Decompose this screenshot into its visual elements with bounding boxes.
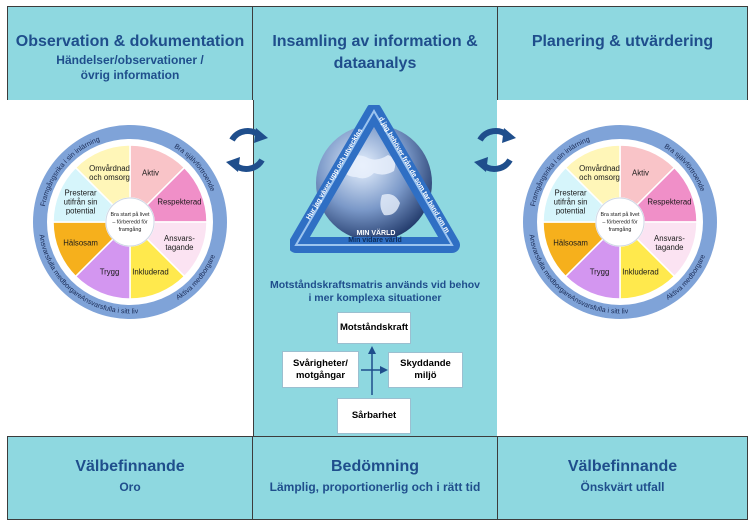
- wheel-segment-label: Presterar: [555, 189, 587, 198]
- wheel-center-text: – förberedd för: [112, 220, 148, 226]
- matrix-axes: [361, 346, 388, 395]
- footer-right-subtitle: Önskvärt utfall: [580, 480, 665, 494]
- matrix-left-line1: Svårigheter/: [293, 357, 348, 369]
- wheel-segment-label: tagande: [165, 243, 193, 252]
- wheel-segment-label: Ansvars-: [654, 234, 685, 243]
- wheel-segment-label: Inkluderad: [132, 267, 168, 276]
- wheel-segment-label: utifrån sin: [64, 198, 98, 207]
- header-center-cell: Insamling av information & dataanalys: [252, 6, 498, 101]
- wheel-segment-label: Aktiv: [632, 169, 649, 178]
- wheel-center-text: – förberedd för: [602, 220, 638, 226]
- footer-center-title: Bedömning: [331, 458, 419, 475]
- header-left-cell: Observation & dokumentation Händelser/ob…: [7, 6, 253, 101]
- cycle-arrows-icon-left: [226, 128, 268, 172]
- matrix-bottom-box: Sårbarhet: [337, 398, 411, 434]
- matrix-left-box: Svårigheter/ motgångar: [282, 351, 359, 388]
- wheel-segment-label: Inkluderad: [622, 267, 658, 276]
- header-right-title: Planering & utvärdering: [531, 33, 714, 50]
- wheel-segment-label: Aktiv: [142, 169, 159, 178]
- cycle-arrows-icon-right: [474, 128, 516, 172]
- wheel-segment-label: och omsorg: [89, 173, 130, 182]
- wheel-segment-label: tagande: [655, 243, 683, 252]
- matrix-caption: Motståndskraftsmatris används vid behov …: [253, 279, 497, 305]
- header-center-title-line2: dataanalys: [333, 55, 417, 72]
- wheel-segment-label: Presterar: [65, 189, 97, 198]
- globe-banner: MIN VÄRLD: [357, 229, 396, 237]
- my-world-triangle: Hur jag växer upp och utvecklas Vad jag …: [290, 105, 460, 253]
- wheel-segment-label: potential: [556, 207, 586, 216]
- wheel-center: [595, 197, 645, 247]
- globe-bottom-edge-text: Min vidare värld: [348, 237, 401, 244]
- wheel-center-text: Bra start på livet: [601, 211, 640, 218]
- wheel-segment-label: Hälsosam: [63, 238, 98, 247]
- wheel-segment-label: Omvårdnad: [89, 164, 130, 173]
- wheel-segment-label: Omvårdnad: [579, 164, 620, 173]
- header-right-cell: Planering & utvärdering: [497, 6, 748, 101]
- header-left-subtitle-line2: övrig information: [80, 68, 180, 82]
- wheel-segment-label: och omsorg: [579, 173, 620, 182]
- wheel-segment-label: potential: [66, 207, 96, 216]
- footer-right-cell: Välbefinnande Önskvärt utfall: [497, 436, 748, 520]
- wheel-segment-label: Respekterad: [157, 198, 201, 207]
- matrix-left-line2: motgångar: [295, 369, 346, 381]
- matrix-caption-line2: i mer komplexa situationer: [308, 292, 442, 304]
- wheel-segment-label: Respekterad: [647, 198, 691, 207]
- header-left-subtitle-line1: Händelser/observationer /: [56, 53, 204, 67]
- wheel-left: AktivRespekteradAnsvars-tagandeInkludera…: [33, 125, 227, 319]
- wheel-segment-label: Ansvars-: [164, 234, 195, 243]
- header-left-title: Observation & dokumentation: [15, 33, 245, 50]
- wheel-segment-label: utifrån sin: [554, 198, 588, 207]
- wheel-segment-label: Trygg: [590, 267, 610, 276]
- svg-text:Min vidare värld: Min vidare värld: [348, 237, 401, 244]
- wheel-center-text: Bra start på livet: [111, 211, 150, 218]
- footer-left-title: Välbefinnande: [75, 458, 185, 475]
- wheel-segment-label: Trygg: [100, 267, 120, 276]
- matrix-right-box: Skyddande miljö: [388, 352, 463, 388]
- footer-left-subtitle: Oro: [119, 480, 141, 494]
- matrix-top-box: Motståndskraft: [337, 312, 411, 344]
- matrix-caption-line1: Motståndskraftsmatris används vid behov: [269, 279, 481, 291]
- wheel-center-text: framgång: [119, 226, 142, 233]
- wheel-center: [105, 197, 155, 247]
- header-center-title-line1: Insamling av information &: [272, 33, 478, 50]
- footer-right-title: Välbefinnande: [567, 458, 678, 475]
- footer-center-subtitle: Lämplig, proportionerlig och i rätt tid: [269, 480, 481, 494]
- footer-center-cell: Bedömning Lämplig, proportionerlig och i…: [252, 436, 498, 520]
- footer-left-cell: Välbefinnande Oro: [7, 436, 253, 520]
- wheel-right: AktivRespekteradAnsvars-tagandeInkludera…: [523, 125, 717, 319]
- wheel-center-text: framgång: [609, 226, 632, 233]
- wheel-segment-label: Hälsosam: [553, 238, 588, 247]
